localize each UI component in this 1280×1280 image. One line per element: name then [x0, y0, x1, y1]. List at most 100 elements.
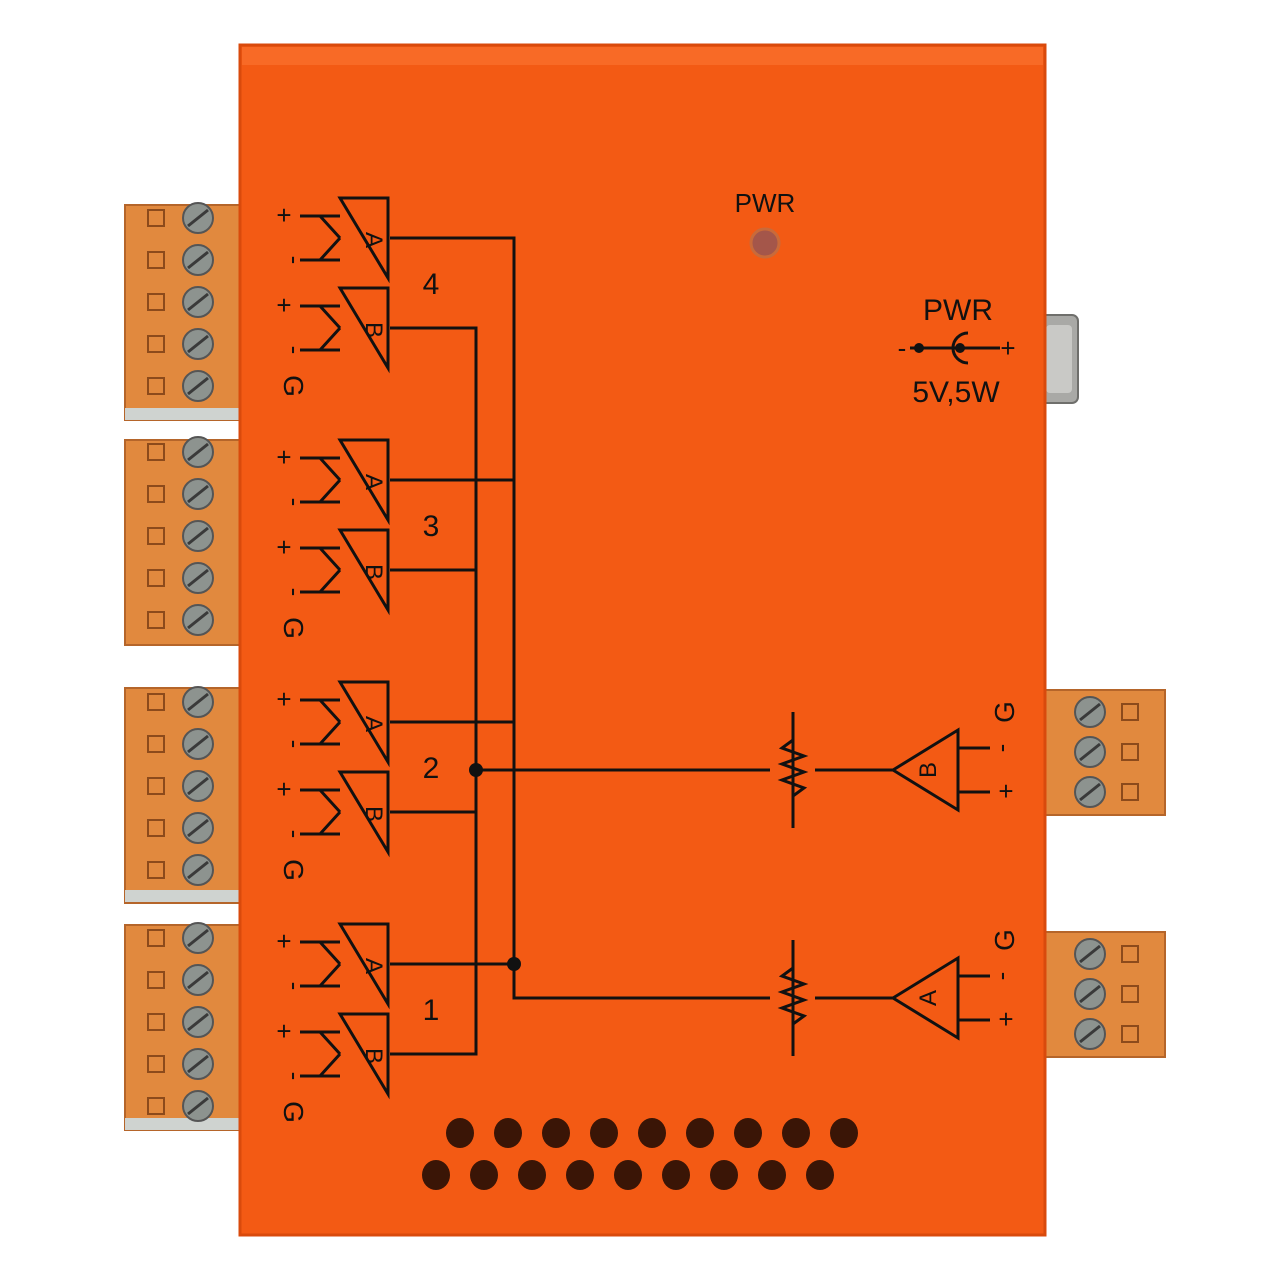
plus-label: + [276, 290, 291, 320]
transformer-a [777, 940, 809, 1056]
screw-slot [187, 526, 209, 546]
terminal-socket [147, 443, 165, 461]
group-number: 4 [423, 268, 440, 301]
pwr-led [749, 227, 781, 259]
screw-slot [187, 568, 209, 588]
group-number: 3 [423, 510, 440, 543]
terminal-socket [147, 1055, 165, 1073]
minus-label: - [280, 498, 310, 507]
output-channel-label: B [915, 762, 942, 778]
amplifier-input-wires [300, 940, 342, 988]
terminal-socket [147, 819, 165, 837]
terminal-socket [147, 293, 165, 311]
housing [238, 43, 1047, 1237]
minus-label: - [280, 740, 310, 749]
amplifier-input-wires [300, 456, 342, 504]
vent-hole [590, 1118, 618, 1148]
terminal-socket [147, 1013, 165, 1031]
vent-hole [422, 1160, 450, 1190]
terminal-socket [1121, 703, 1139, 721]
ventilation-holes [422, 1118, 858, 1190]
channel-label: B [360, 806, 387, 822]
screw-slot [1079, 1024, 1101, 1044]
dc-power-jack [1039, 314, 1079, 404]
group-number: 1 [423, 994, 440, 1027]
vent-hole [662, 1160, 690, 1190]
amplifier-input-wires [300, 214, 342, 262]
ground-label: G [278, 617, 309, 639]
terminal-socket [1121, 945, 1139, 963]
terminal-socket [1121, 985, 1139, 1003]
output-wires [958, 974, 990, 1022]
power-minus-label: - [898, 333, 907, 363]
screw-slot [187, 776, 209, 796]
amplifier-input-wires [300, 304, 342, 352]
group-number: 2 [423, 752, 440, 785]
terminal-socket [1121, 1025, 1139, 1043]
power-plus-label: + [1000, 333, 1015, 363]
amplifier-b-symbol [337, 528, 390, 616]
output-channel-label: A [915, 990, 942, 1006]
ground-label: G [278, 859, 309, 881]
output-minus-label: - [986, 972, 1016, 981]
screw-slot [187, 292, 209, 312]
input-amplifiers: A+-B+-G4A+-B+-G3A+-B+-G2A+-B+-G1 [276, 196, 440, 1123]
channel-label: B [360, 564, 387, 580]
screw-slot [187, 484, 209, 504]
channel-label: A [360, 958, 387, 974]
screw-slot [187, 818, 209, 838]
minus-label: - [280, 1072, 310, 1081]
screw-slot [187, 692, 209, 712]
screw-slot [187, 970, 209, 990]
vent-hole [470, 1160, 498, 1190]
output-ground-label: G [989, 701, 1020, 723]
terminal-socket [147, 777, 165, 795]
minus-label: - [280, 346, 310, 355]
plus-label: + [276, 684, 291, 714]
plus-label: + [276, 1016, 291, 1046]
junction-dot-b [469, 763, 483, 777]
screw-slot [187, 334, 209, 354]
bus-wiring [390, 236, 893, 1056]
screw-slot [187, 610, 209, 630]
minus-label: - [280, 256, 310, 265]
output-ground-label: G [989, 929, 1020, 951]
left-terminal-block-1 [124, 924, 241, 1131]
amplifier-b-symbol [337, 770, 390, 858]
plus-label: + [276, 200, 291, 230]
terminal-socket [147, 929, 165, 947]
channel-label: B [360, 322, 387, 338]
amplifier-input-wires [300, 546, 342, 594]
output-minus-label: - [986, 744, 1016, 753]
amplifier-b-symbol [337, 1012, 390, 1100]
output-plus-label: + [998, 776, 1013, 806]
input-group-1: A+-B+-G1 [276, 922, 440, 1123]
left-terminal-block-3 [124, 439, 241, 646]
vent-hole [614, 1160, 642, 1190]
output-wires [958, 746, 990, 794]
amplifier-a-symbol [337, 680, 390, 768]
left-terminal-screws [147, 202, 214, 1122]
terminal-socket [147, 971, 165, 989]
terminal-socket [147, 377, 165, 395]
housing-highlight [242, 47, 1043, 65]
output-amp-b: B G - + [890, 701, 1020, 813]
vent-hole [518, 1160, 546, 1190]
led-label: PWR [735, 188, 796, 218]
plus-label: + [276, 926, 291, 956]
amplifier-a-symbol [337, 438, 390, 526]
minus-label: - [280, 830, 310, 839]
screw-slot [187, 250, 209, 270]
power-input-symbol: PWR - + 5V,5W [898, 294, 1016, 409]
vent-hole [542, 1118, 570, 1148]
terminal-socket [147, 335, 165, 353]
output-amplifiers: B G - + A G - + [890, 701, 1020, 1041]
channel-label: A [360, 716, 387, 732]
transformer-b [777, 712, 809, 828]
ground-label: G [278, 1101, 309, 1123]
screw-slot [1079, 702, 1101, 722]
power-rating: 5V,5W [912, 376, 1000, 409]
terminal-socket [1121, 783, 1139, 801]
terminal-socket [147, 1097, 165, 1115]
